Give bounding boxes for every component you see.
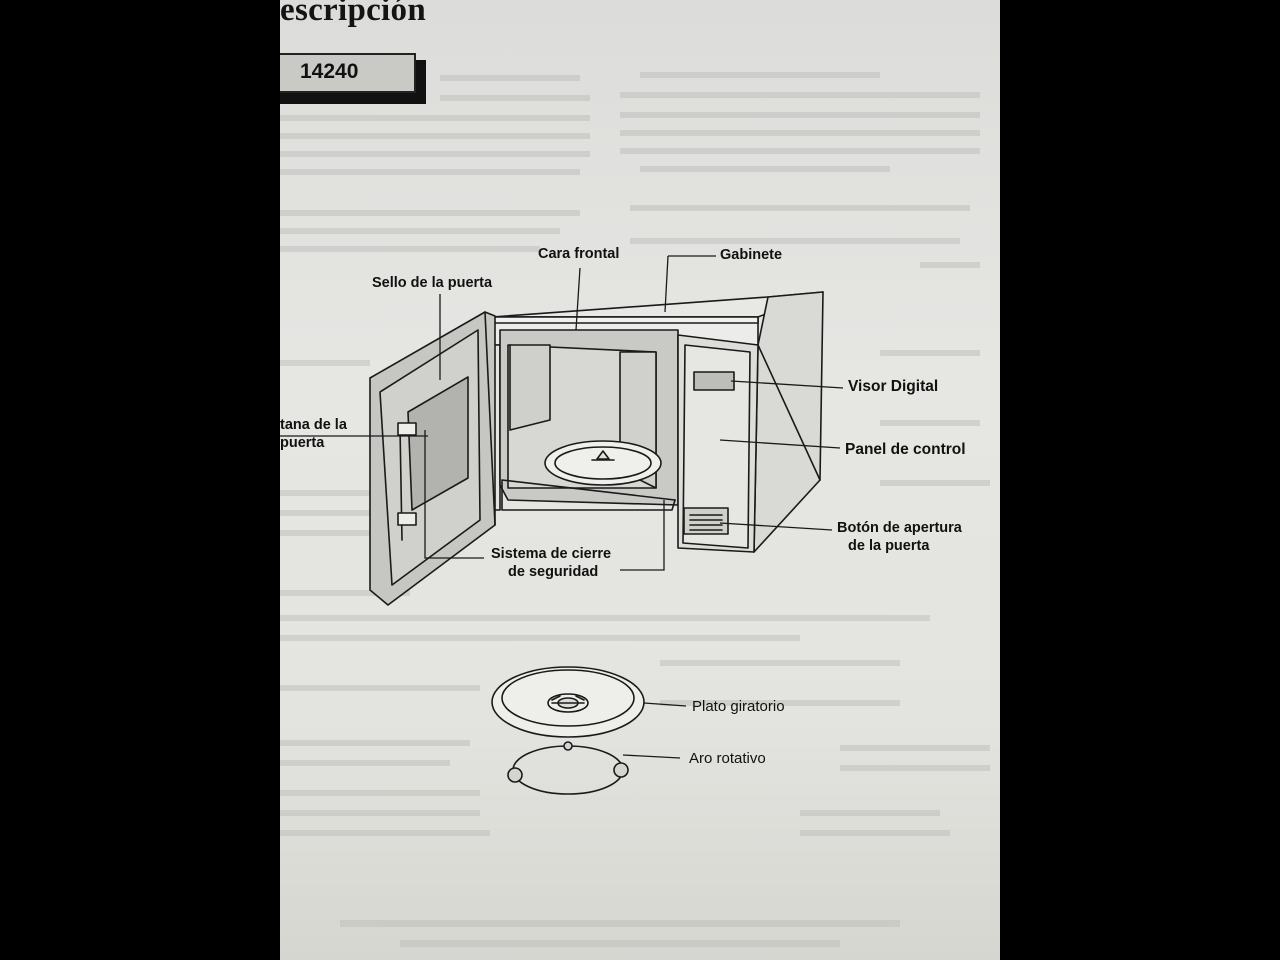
- door-drawing: [369, 311, 496, 606]
- cabinet-outline: [491, 291, 824, 553]
- leader-aro: [622, 754, 681, 759]
- label-sello-puerta: Sello de la puerta: [372, 275, 493, 291]
- leader-sistema-left: [424, 430, 484, 559]
- label-sistema-line2: de seguridad: [508, 564, 599, 580]
- microwave-diagram: [280, 255, 844, 795]
- leader-cara-frontal: [575, 267, 581, 331]
- label-panel-control: Panel de control: [845, 441, 966, 458]
- leader-sistema-right: [620, 500, 665, 571]
- label-aro-rotativo: Aro rotativo: [689, 750, 766, 767]
- label-plato-giratorio: Plato giratorio: [692, 698, 785, 715]
- label-visor-digital: Visor Digital: [848, 378, 939, 395]
- page-heading: escripción: [280, 0, 426, 28]
- control-panel-drawing: [677, 334, 759, 553]
- model-number: 14240: [300, 60, 359, 83]
- inner-turntable: [544, 440, 662, 486]
- label-cara-frontal: Cara frontal: [538, 246, 620, 262]
- label-sistema-line1: Sistema de cierre: [491, 546, 612, 562]
- leader-plato: [643, 702, 687, 707]
- label-boton-line1: Botón de apertura: [837, 520, 962, 536]
- label-boton-line2: de la puerta: [848, 538, 930, 554]
- leader-visor: [730, 380, 844, 389]
- leader-boton: [719, 522, 833, 531]
- label-ventana-line2: puerta: [280, 435, 325, 451]
- bleed-through-text: [280, 72, 990, 947]
- manual-page: escripción 14240: [280, 0, 1000, 960]
- rotating-ring: [507, 741, 629, 795]
- leader-gabinete-v: [664, 255, 669, 313]
- model-number-box: [280, 53, 416, 93]
- leader-panel: [719, 439, 841, 449]
- label-gabinete: Gabinete: [720, 247, 783, 263]
- label-ventana-line1: tana de la: [280, 417, 347, 433]
- turntable-plate: [491, 666, 645, 738]
